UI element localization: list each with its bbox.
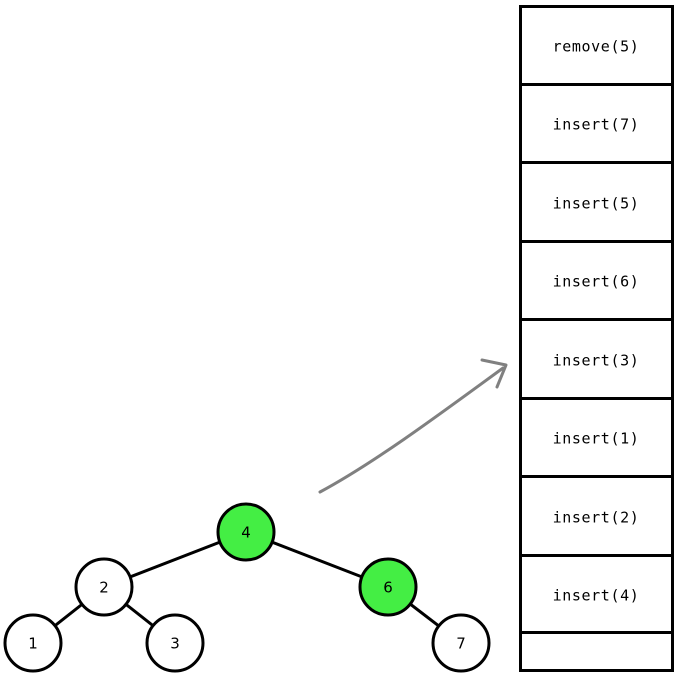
tree-node-circle[interactable] xyxy=(74,557,134,617)
tree-node-2[interactable]: 2 xyxy=(74,557,134,617)
stack-cell-label: insert(3) xyxy=(553,352,640,370)
stack-cell[interactable]: insert(6) xyxy=(519,240,674,321)
stack-cell-box[interactable] xyxy=(519,631,674,672)
stack-cell-box[interactable] xyxy=(519,397,674,478)
stack-cell-box[interactable] xyxy=(519,554,674,634)
tree-node-label: 1 xyxy=(28,635,38,653)
stack-cell-label: remove(5) xyxy=(553,38,640,56)
tree-node-circle[interactable] xyxy=(216,502,276,562)
tree-node-4[interactable]: 4 xyxy=(216,502,276,562)
arrow-curve-path xyxy=(318,366,505,494)
tree-node-circle[interactable] xyxy=(145,613,205,673)
stack-cell[interactable]: insert(4) xyxy=(519,554,674,634)
stack-cell-label: insert(6) xyxy=(553,273,640,291)
stack-cell-box[interactable] xyxy=(519,240,674,321)
tree-node-6[interactable]: 6 xyxy=(358,557,418,617)
tree-node-circle[interactable] xyxy=(431,613,491,673)
stack-cell-empty[interactable] xyxy=(519,631,674,672)
tree-node-7[interactable]: 7 xyxy=(431,613,491,673)
stack-cell[interactable]: insert(1) xyxy=(519,397,674,478)
stack-cell-box[interactable] xyxy=(519,83,674,164)
tree-node-3[interactable]: 3 xyxy=(145,613,205,673)
stack-cell[interactable]: insert(7) xyxy=(519,83,674,164)
stack-cell[interactable]: insert(3) xyxy=(519,318,674,400)
stack-cell[interactable]: insert(2) xyxy=(519,475,674,557)
tree-node-1[interactable]: 1 xyxy=(3,613,63,673)
stack-cell-label: insert(2) xyxy=(553,509,640,527)
tree-node-label: 7 xyxy=(456,635,466,653)
stack-cell-label: insert(1) xyxy=(553,430,640,448)
stack-cell-label: insert(5) xyxy=(553,195,640,213)
tree-node-label: 6 xyxy=(383,579,393,597)
tree-node-circle[interactable] xyxy=(358,557,418,617)
tree-node-label: 4 xyxy=(241,524,251,542)
stack-cell-box[interactable] xyxy=(519,5,674,86)
tree-node-circle[interactable] xyxy=(3,613,63,673)
tree-node-label: 2 xyxy=(99,579,109,597)
stack-cell-label: insert(4) xyxy=(553,587,640,605)
arrow-head-icon xyxy=(480,358,508,389)
tree-node-label: 3 xyxy=(170,635,180,653)
tree-nodes: 1 3 7 2 6 4 xyxy=(3,502,491,673)
stack-cell[interactable]: insert(5) xyxy=(519,161,674,243)
stack-cell[interactable]: remove(5) xyxy=(519,5,674,86)
curved-pointer-arrow xyxy=(318,358,508,494)
operation-stack: remove(5) insert(7) insert(5) insert(6) … xyxy=(519,5,674,672)
stack-cell-label: insert(7) xyxy=(553,116,640,134)
